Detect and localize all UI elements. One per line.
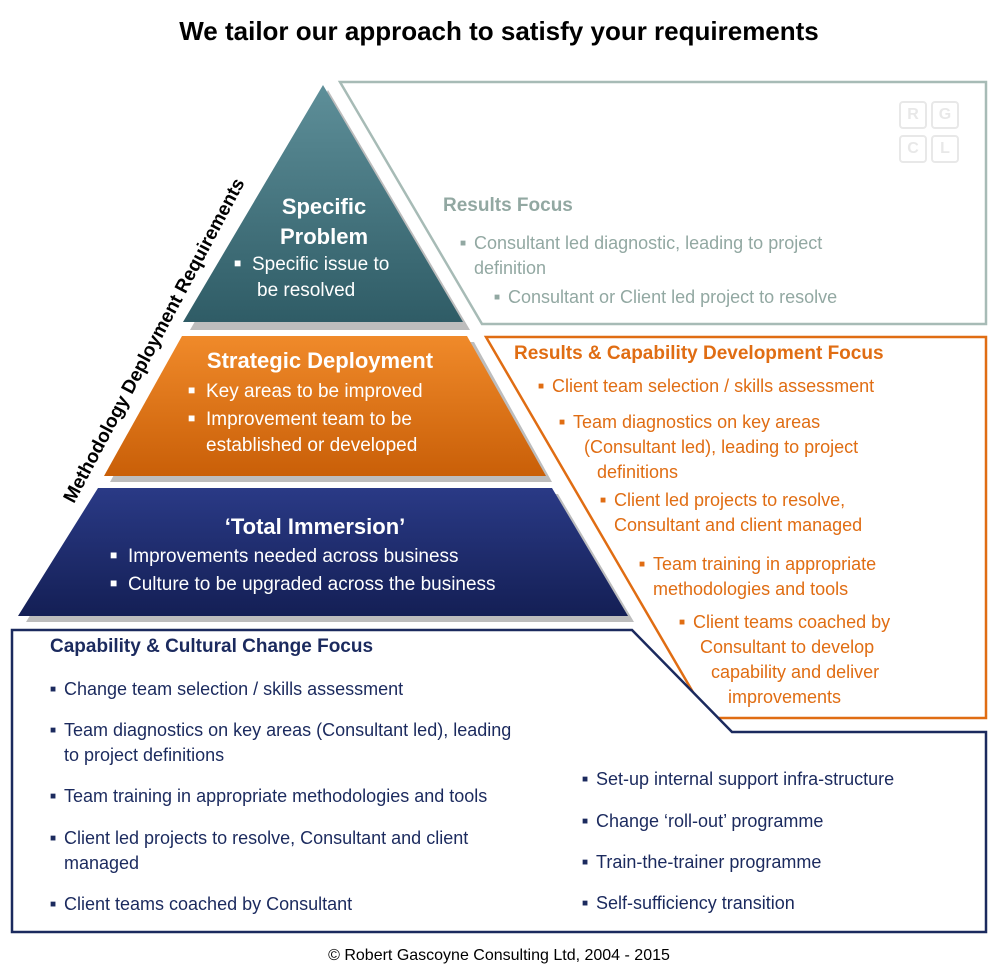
cultural-focus-item: ■Team training in appropriate methodolog…	[50, 786, 488, 806]
results-focus-item: ■Consultant or Client led project to res…	[494, 287, 838, 307]
top-tier-title: Specific Problem	[244, 192, 404, 252]
bottom-tier-bullet: ■Improvements needed across business	[110, 546, 459, 567]
bottom-tier	[18, 488, 628, 616]
cultural-focus-item: ■Change ‘roll-out’ programme	[582, 811, 824, 831]
capability-focus-item: ■Team training in appropriate methodolog…	[639, 554, 877, 599]
top-tier-title-line2: Problem	[279, 224, 369, 249]
logo-letter-c: C	[899, 135, 927, 163]
capability-focus-heading: Results & Capability Development Focus	[514, 343, 884, 364]
middle-tier	[104, 336, 546, 476]
top-tier-title-line1: Specific	[281, 194, 367, 219]
results-focus-item: definition	[474, 258, 547, 278]
cultural-focus-item: ■Train-the-trainer programme	[582, 852, 822, 872]
logo-letter-g: G	[931, 101, 959, 129]
middle-tier-bullet: established or developed	[206, 435, 418, 456]
results-focus-list: ■Consultant led diagnostic, leading to p…	[460, 231, 940, 310]
middle-tier-bullet: ■Key areas to be improved	[188, 381, 423, 402]
top-tier-bullet: be resolved	[257, 280, 356, 301]
results-focus-heading: Results Focus	[443, 195, 573, 216]
copyright-footer: © Robert Gascoyne Consulting Ltd, 2004 -…	[328, 947, 670, 964]
cultural-focus-item: ■Change team selection / skills assessme…	[50, 679, 404, 699]
bottom-tier-bullet: ■Culture to be upgraded across the busin…	[110, 574, 496, 595]
capability-focus-panel	[483, 335, 988, 720]
cultural-focus-panel	[10, 628, 988, 934]
results-focus-panel	[337, 80, 988, 326]
top-tier	[183, 85, 463, 322]
results-focus-item: ■Consultant led diagnostic, leading to p…	[460, 233, 823, 253]
logo-letter-l: L	[931, 135, 959, 163]
cultural-focus-item: ■Self-sufficiency transition	[582, 893, 795, 913]
page-title: We tailor our approach to satisfy your r…	[179, 16, 819, 46]
top-tier-bullet: ■Specific issue to	[234, 254, 390, 275]
bottom-tier-title: ‘Total Immersion’	[224, 514, 406, 539]
middle-tier-bullet: ■Improvement team to be	[188, 409, 412, 430]
capability-focus-item: ■Client led projects to resolve, Consult…	[600, 490, 863, 535]
cultural-focus-item: ■Set-up internal support infra-structure	[582, 769, 895, 789]
cultural-focus-heading: Capability & Cultural Change Focus	[50, 636, 374, 657]
cultural-focus-item: ■Client teams coached by Consultant	[50, 894, 353, 914]
capability-focus-item: ■Client team selection / skills assessme…	[538, 376, 875, 396]
top-tier-bullets: ■Specific issue to be resolved	[234, 250, 434, 304]
middle-tier-title: Strategic Deployment	[206, 348, 434, 373]
capability-focus-item: ■Team diagnostics on key areas (Consulta…	[559, 412, 859, 482]
cultural-focus-item: ■Client led projects to resolve, Consult…	[50, 828, 469, 873]
logo-letter-r: R	[899, 101, 927, 129]
middle-tier-bullets: ■Key areas to be improved ■Improvement t…	[188, 377, 488, 459]
cultural-focus-item: ■Team diagnostics on key areas (Consulta…	[50, 720, 512, 765]
bottom-tier-bullets: ■Improvements needed across business ■Cu…	[110, 542, 580, 598]
capability-focus-item: ■Client teams coached by Consultant to d…	[679, 612, 891, 707]
